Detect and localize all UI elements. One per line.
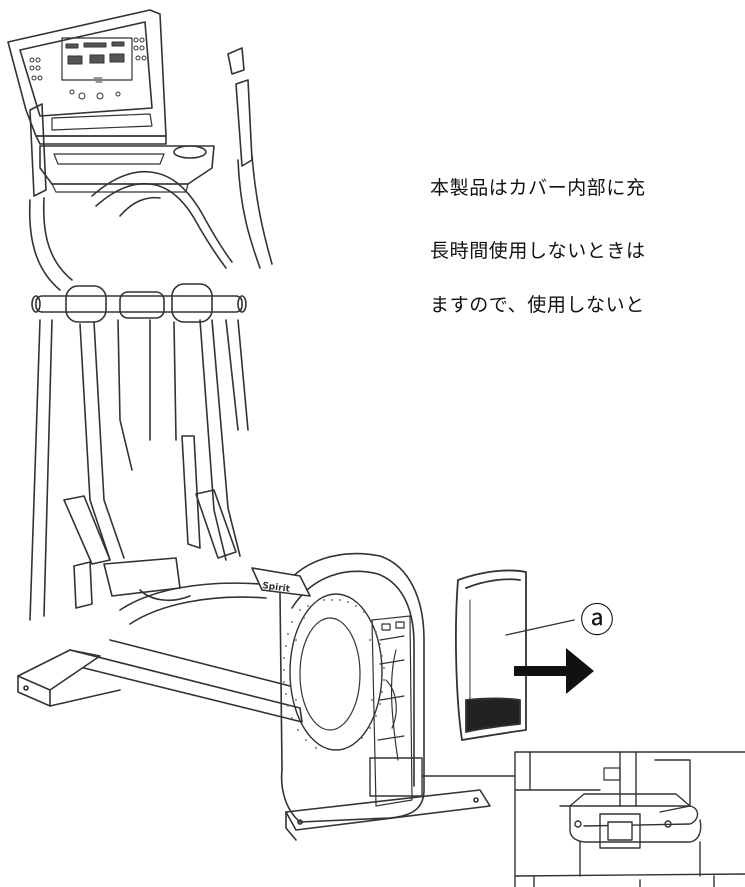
- console-panel: [7, 9, 167, 145]
- flywheel-housing: [279, 552, 425, 823]
- brand-plate: Spirit: [251, 567, 311, 597]
- label-a-leader: [505, 619, 575, 636]
- accessory-tray: [39, 145, 215, 193]
- instruction-line-3: ますので、使用しないと: [430, 294, 645, 316]
- arrow-right-icon: [514, 648, 594, 694]
- crossbar: [31, 283, 247, 323]
- svg-text:Spirit: Spirit: [262, 581, 292, 595]
- detail-inset: [514, 751, 745, 887]
- handle-grips: [29, 47, 253, 197]
- pedals: [63, 489, 267, 625]
- removed-cover: [455, 569, 527, 741]
- moving-arms: [28, 155, 273, 291]
- exposed-internals: [371, 615, 413, 807]
- instruction-line-2: 長時間使用しないときは: [430, 240, 646, 262]
- base-frame: [17, 639, 491, 841]
- detail-highlight: [369, 757, 516, 797]
- callout-label-a: ⓐ: [580, 601, 614, 641]
- vertical-arms: [29, 319, 249, 621]
- instruction-line-1: 本製品はカバー内部に充: [430, 177, 646, 199]
